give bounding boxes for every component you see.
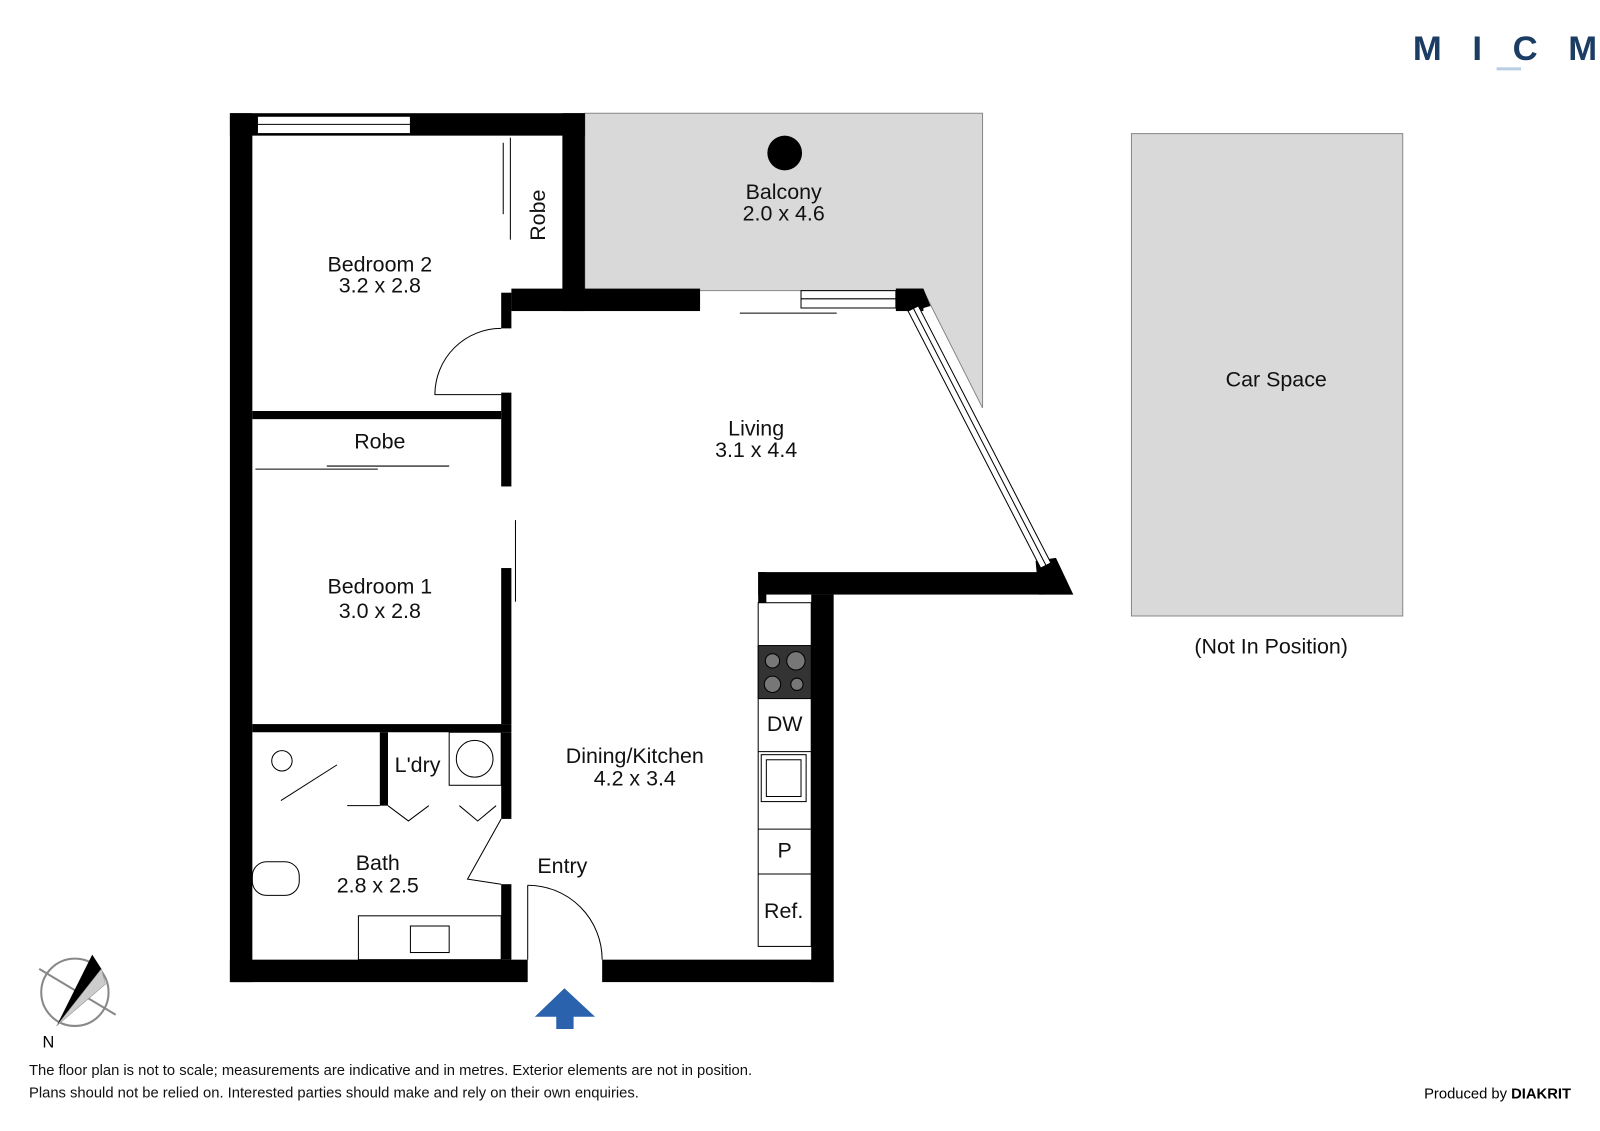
balcony-label: Balcony — [746, 180, 822, 204]
bedroom2-size: 3.2 x 2.8 — [339, 274, 421, 298]
disclaimer-line-2: Plans should not be relied on. Intereste… — [29, 1085, 639, 1101]
car-space-label: Car Space — [1226, 368, 1327, 392]
dishwasher-label: DW — [767, 712, 803, 736]
bedroom1-size: 3.0 x 2.8 — [339, 599, 421, 623]
compass-north-label: N — [42, 1033, 54, 1051]
bedroom1-label: Bedroom 1 — [327, 575, 432, 599]
living-size: 3.1 x 4.4 — [715, 438, 797, 462]
balcony-column — [767, 135, 803, 171]
robe-b2-label: Robe — [526, 190, 550, 241]
dining-size: 4.2 x 3.4 — [594, 766, 676, 790]
pantry-label: P — [778, 839, 792, 863]
entry-arrow-icon — [534, 988, 596, 1030]
windows — [256, 115, 1052, 569]
svg-text:MICM: MICM — [1413, 30, 1600, 68]
credit-prefix: Produced by — [1424, 1086, 1508, 1102]
entry-label: Entry — [537, 854, 587, 878]
bathroom-fixtures — [251, 731, 502, 961]
credit: Produced by DIAKRIT — [1424, 1086, 1571, 1102]
bath-size: 2.8 x 2.5 — [337, 873, 419, 897]
robe-b1-label: Robe — [354, 430, 405, 454]
balcony-size: 2.0 x 4.6 — [743, 201, 825, 225]
credit-brand: DIAKRIT — [1511, 1086, 1571, 1102]
micm-logo: MICM — [1413, 30, 1600, 71]
car-space — [1130, 133, 1404, 617]
car-space-note: (Not In Position) — [1194, 635, 1347, 659]
north-compass-icon: N — [38, 954, 117, 1051]
bath-label: Bath — [356, 851, 400, 875]
kitchen-bench — [757, 602, 812, 947]
laundry-label: L'dry — [395, 753, 441, 777]
bedroom2-label: Bedroom 2 — [327, 252, 432, 276]
dining-label: Dining/Kitchen — [566, 744, 704, 768]
fridge-label: Ref. — [764, 899, 803, 923]
doors — [255, 137, 837, 960]
living-label: Living — [728, 416, 784, 440]
disclaimer-line-1: The floor plan is not to scale; measurem… — [29, 1063, 752, 1079]
walls — [229, 113, 1074, 983]
